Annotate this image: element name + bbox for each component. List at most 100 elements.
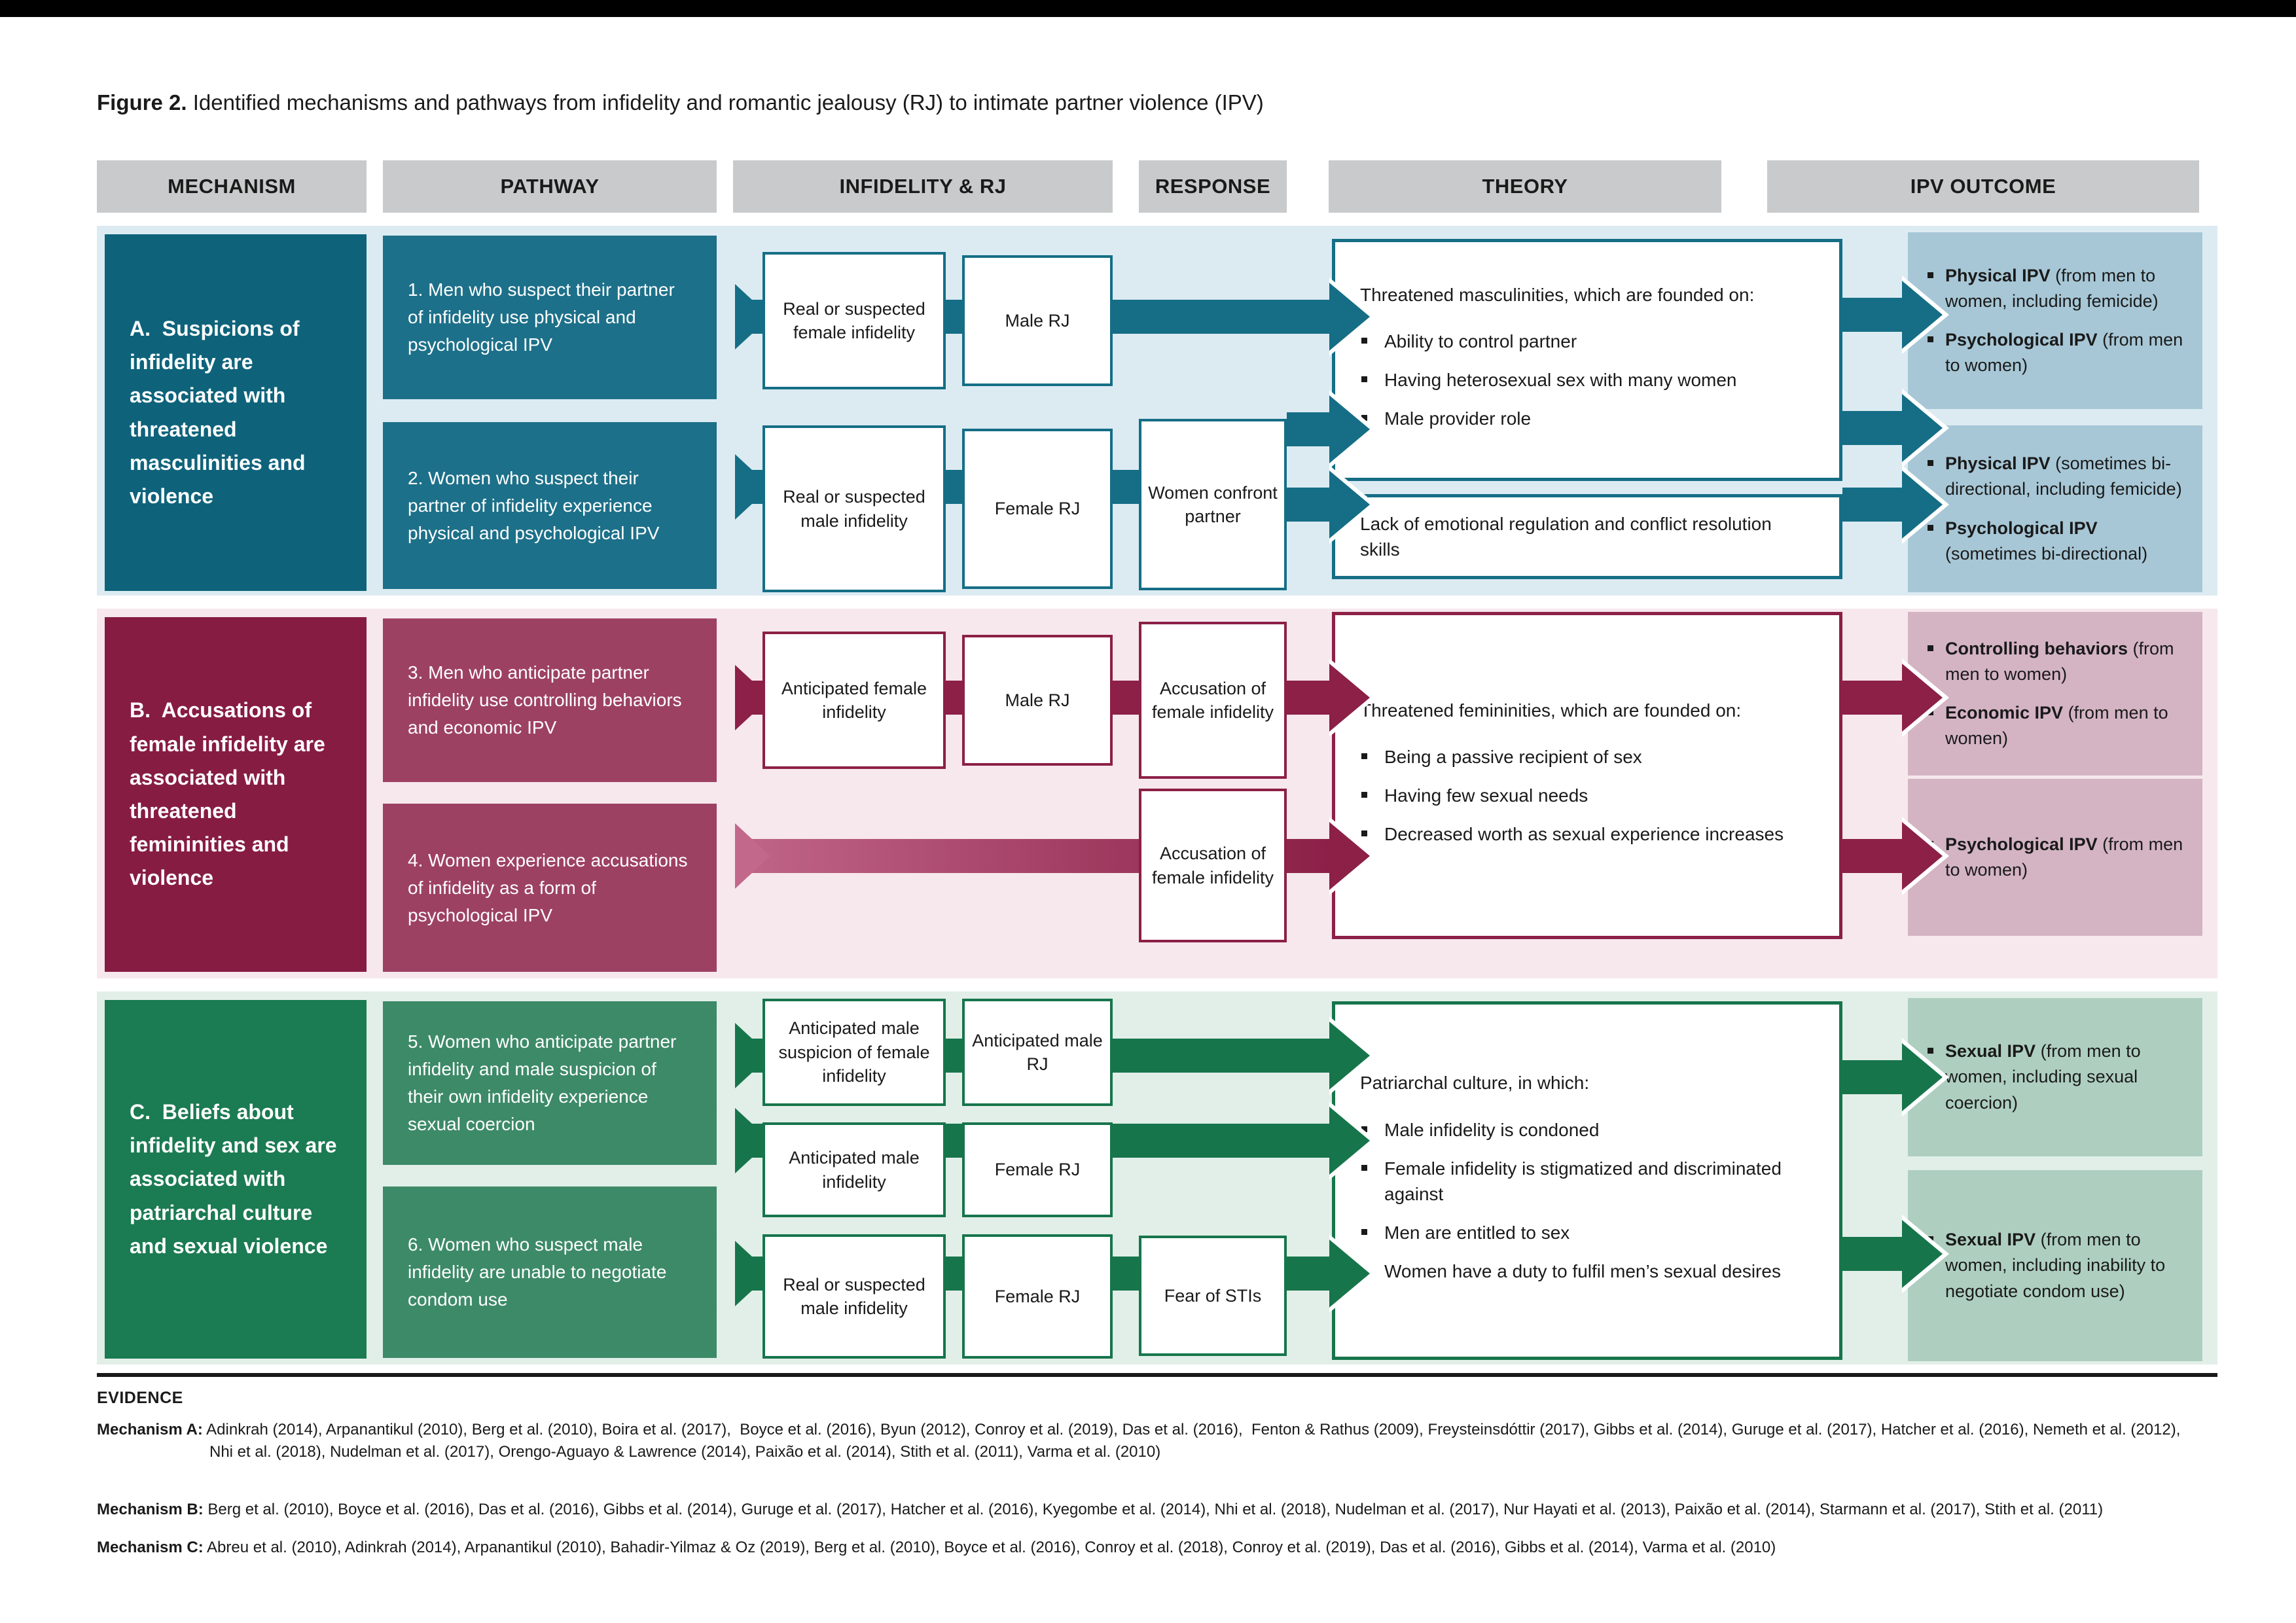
arrowhead-into-outcome-b1 — [1902, 664, 1943, 732]
outcome-a2-box: Physical IPV (sometimes bi-directional, … — [1908, 425, 2202, 592]
outcome-item: Psychological IPV (sometimes bi-directio… — [1926, 516, 2184, 567]
arrowhead-into-theory-a-1 — [1329, 283, 1370, 351]
arrowhead-into-theory-c-1 — [1329, 1022, 1370, 1090]
box-female-rj-a: Female RJ — [962, 429, 1113, 589]
pathway-1-box: 1. Men who suspect their partner of infi… — [383, 236, 717, 399]
evidence-mechanism-a: Mechanism A: Adinkrah (2014), Arpanantik… — [97, 1419, 2270, 1463]
mechanism-c-box: C. Beliefs about infidelity and sex are … — [105, 1000, 367, 1359]
arrowhead-into-lack — [1329, 471, 1370, 539]
box-male-rj-a: Male RJ — [962, 255, 1113, 386]
column-header-ipv-outcome: IPV OUTCOME — [1767, 160, 2199, 213]
box-real-or-suspected-female-infidelity: Real or suspected female infidelity — [762, 252, 946, 389]
outcome-item: Physical IPV (sometimes bi-directional, … — [1926, 451, 2184, 502]
column-header-theory: THEORY — [1329, 160, 1721, 213]
outcome-c1-box: Sexual IPV (from men to women, including… — [1908, 998, 2202, 1156]
theory-a-intro: Threatened masculinities, which are foun… — [1360, 284, 1755, 305]
bullet-square-icon — [1361, 792, 1367, 798]
mechanism-b-box: B. Accusations of female infidelity are … — [105, 617, 367, 972]
pathway-4-box: 4. Women experience accusations of infid… — [383, 804, 717, 972]
evidence-a-label: Mechanism A: — [97, 1421, 203, 1438]
outcome-item: Controlling behaviors (from men to women… — [1926, 636, 2184, 687]
theory-b-bullet: Decreased worth as sexual experience inc… — [1360, 821, 1814, 847]
arrow-a2-to-theory — [1287, 412, 1333, 446]
arrow-theory-a-to-outcome1 — [1842, 298, 1905, 332]
bullet-square-icon — [1361, 376, 1367, 382]
evidence-b-text: Berg et al. (2010), Boyce et al. (2016),… — [207, 1501, 2104, 1518]
bullet-square-icon — [1928, 272, 1933, 278]
box-male-rj-b: Male RJ — [962, 635, 1113, 766]
arrowhead-into-theory-a-2 — [1329, 395, 1370, 463]
theory-c-bullet: Male infidelity is condoned — [1360, 1117, 1814, 1143]
theory-b-intro: Threatened femininities, which are found… — [1360, 700, 1742, 721]
arrowhead-into-outcome-b2 — [1902, 822, 1943, 890]
box-female-rj-c1: Female RJ — [962, 1122, 1113, 1217]
pathway-2-box: 2. Women who suspect their partner of in… — [383, 422, 717, 589]
box-female-rj-c2: Female RJ — [962, 1234, 1113, 1359]
figure-caption-text: Identified mechanisms and pathways from … — [187, 90, 1264, 115]
evidence-b-label: Mechanism B: — [97, 1501, 204, 1518]
evidence-c-text: Abreu et al. (2010), Adinkrah (2014), Ar… — [207, 1539, 1776, 1556]
arrowhead-into-outcome-a1 — [1902, 281, 1943, 349]
outcome-item: Sexual IPV (from men to women, including… — [1926, 1227, 2184, 1304]
theory-c-bullet: Women have a duty to fulfil men’s sexual… — [1360, 1258, 1814, 1284]
bullet-square-icon — [1928, 645, 1933, 651]
evidence-mechanism-c: Mechanism C: Abreu et al. (2010), Adinkr… — [97, 1537, 2270, 1559]
arrowhead-into-theory-b-2 — [1329, 822, 1370, 890]
pathway-6-box: 6. Women who suspect male infidelity are… — [383, 1186, 717, 1358]
arrow-a2-to-lack — [1287, 488, 1333, 522]
outcome-item: Psychological IPV (from men to women) — [1926, 327, 2184, 378]
top-black-bar — [0, 0, 2296, 17]
box-anticipated-male-infidelity: Anticipated male infidelity — [762, 1122, 946, 1217]
theory-a-bullet: Ability to control partner — [1360, 329, 1814, 354]
box-fear-of-stis: Fear of STIs — [1139, 1236, 1287, 1356]
theory-c-box: Patriarchal culture, in which: Male infi… — [1332, 1001, 1842, 1360]
theory-c-intro: Patriarchal culture, in which: — [1360, 1073, 1590, 1094]
box-accusation-of-female-infidelity-1: Accusation of female infidelity — [1139, 622, 1287, 779]
evidence-a-line1: Adinkrah (2014), Arpanantikul (2010), Be… — [206, 1421, 2181, 1438]
column-header-infidelity-rj: INFIDELITY & RJ — [733, 160, 1113, 213]
theory-a-bullet: Having heterosexual sex with many women — [1360, 367, 1814, 393]
arrowhead-into-outcome-c1 — [1902, 1043, 1943, 1111]
box-real-or-suspected-male-infidelity-a: Real or suspected male infidelity — [762, 425, 946, 592]
arrowhead-into-outcome-c2 — [1902, 1220, 1943, 1288]
box-real-or-suspected-male-infidelity-c: Real or suspected male infidelity — [762, 1234, 946, 1359]
theory-a2-text: Lack of emotional regulation and conflic… — [1360, 513, 1772, 560]
theory-b-bullet: Being a passive recipient of sex — [1360, 744, 1814, 770]
theory-a2-box: Lack of emotional regulation and conflic… — [1332, 494, 1842, 579]
arrowhead-into-theory-b-1 — [1329, 664, 1370, 732]
outcome-c2-box: Sexual IPV (from men to women, including… — [1908, 1170, 2202, 1361]
box-anticipated-male-rj: Anticipated male RJ — [962, 999, 1113, 1106]
outcome-item: Sexual IPV (from men to women, including… — [1926, 1039, 2184, 1115]
arrow-theory-c-to-outcome2 — [1842, 1237, 1905, 1271]
column-header-pathway: PATHWAY — [383, 160, 717, 213]
theory-c-bullet: Female infidelity is stigmatized and dis… — [1360, 1156, 1814, 1207]
arrow-theory-b-to-outcome1 — [1842, 681, 1905, 715]
bullet-square-icon — [1361, 753, 1367, 759]
pathway-5-box: 5. Women who anticipate partner infideli… — [383, 1001, 717, 1165]
outcome-b1-box: Controlling behaviors (from men to women… — [1908, 612, 2202, 776]
box-anticipated-male-suspicion: Anticipated male suspicion of female inf… — [762, 999, 946, 1106]
arrow-b4-tip — [735, 823, 770, 889]
figure-label: Figure 2. — [97, 90, 187, 115]
figure-caption: Figure 2. Identified mechanisms and path… — [97, 90, 2217, 115]
theory-b-bullet: Having few sexual needs — [1360, 783, 1814, 808]
pathway-3-box: 3. Men who anticipate partner infidelity… — [383, 618, 717, 782]
arrow-lack-to-outcome2 — [1842, 488, 1905, 522]
arrow-theory-b-to-outcome2 — [1842, 839, 1905, 873]
evidence-c-label: Mechanism C: — [97, 1539, 204, 1556]
outcome-a1-box: Physical IPV (from men to women, includi… — [1908, 232, 2202, 409]
evidence-header: EVIDENCE — [97, 1389, 183, 1407]
arrow-theory-c-to-outcome1 — [1842, 1060, 1905, 1094]
bullet-square-icon — [1361, 1229, 1367, 1236]
mechanism-a-box: A. Suspicions of infidelity are associat… — [105, 234, 367, 591]
theory-c-bullet: Men are entitled to sex — [1360, 1220, 1814, 1245]
outcome-b2-box: Psychological IPV (from men to women) — [1908, 779, 2202, 936]
box-anticipated-female-infidelity: Anticipated female infidelity — [762, 632, 946, 769]
theory-b-box: Threatened femininities, which are found… — [1332, 612, 1842, 939]
arrowhead-into-theory-c-2 — [1329, 1107, 1370, 1175]
theory-a-bullet: Male provider role — [1360, 406, 1814, 431]
evidence-divider-line — [97, 1373, 2217, 1377]
evidence-mechanism-b: Mechanism B: Berg et al. (2010), Boyce e… — [97, 1499, 2270, 1521]
outcome-item: Physical IPV (from men to women, includi… — [1926, 263, 2184, 314]
outcome-item: Psychological IPV (from men to women) — [1926, 832, 2184, 883]
